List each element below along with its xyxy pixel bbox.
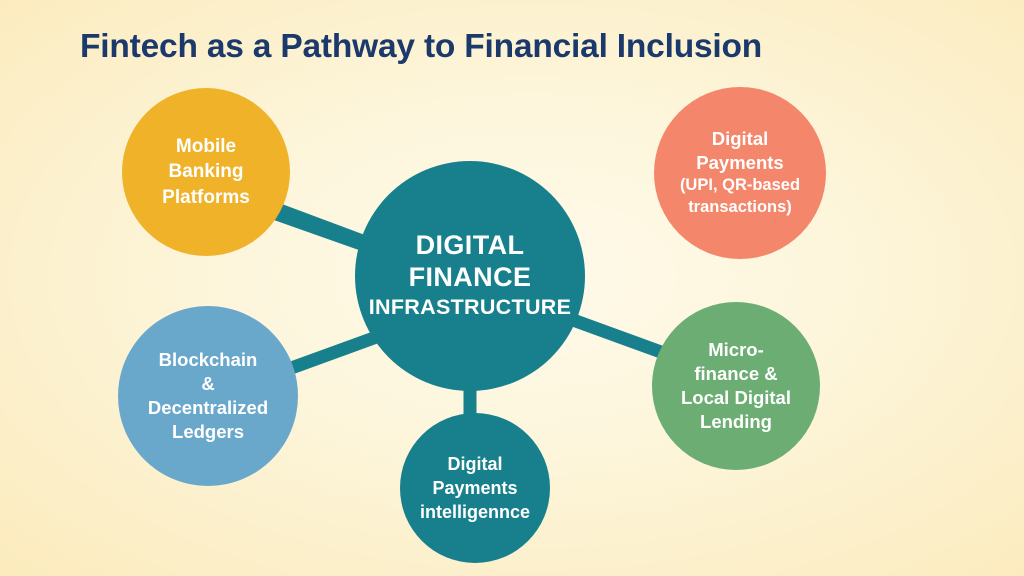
- node-mobile-banking-platforms[interactable]: Mobile Banking Platforms: [122, 88, 290, 256]
- hub-label-line-2: FINANCE: [408, 262, 532, 293]
- hub-digital-finance-infrastructure[interactable]: DIGITAL FINANCE INFRASTRUCTURE: [355, 161, 585, 391]
- node-blockchain-decentralized-ledgers[interactable]: Blockchain & Decentralized Ledgers: [118, 306, 298, 486]
- node-mobile-line-3: Platforms: [162, 186, 250, 208]
- node-microfinance-line-2: finance &: [694, 362, 778, 384]
- node-intelligence-line-3: intelligennce: [419, 502, 531, 523]
- node-intelligence-label: Digital Payments intelligennce: [400, 452, 550, 524]
- node-mobile-line-2: Banking: [168, 161, 244, 183]
- node-payments-line-4: transactions): [688, 198, 792, 217]
- node-mobile-label: Mobile Banking Platforms: [122, 134, 290, 210]
- node-intelligence-line-2: Payments: [432, 477, 518, 498]
- node-microfinance-local-digital-lending[interactable]: Micro- finance & Local Digital Lending: [652, 302, 820, 470]
- node-blockchain-line-1: Blockchain: [158, 348, 258, 370]
- node-payments-line-3: (UPI, QR-based: [679, 176, 801, 195]
- hub-label: DIGITAL FINANCE INFRASTRUCTURE: [355, 230, 585, 321]
- node-microfinance-label: Micro- finance & Local Digital Lending: [652, 338, 820, 434]
- node-blockchain-label: Blockchain & Decentralized Ledgers: [118, 348, 298, 444]
- node-digital-payments-intelligence[interactable]: Digital Payments intelligennce: [400, 413, 550, 563]
- node-payments-line-2: Payments: [696, 152, 784, 174]
- node-microfinance-line-3: Local Digital: [681, 387, 791, 408]
- page-title: Fintech as a Pathway to Financial Inclus…: [80, 28, 763, 65]
- node-payments-line-1: Digital: [711, 128, 769, 150]
- node-mobile-line-1: Mobile: [175, 136, 237, 158]
- node-microfinance-line-4: Lending: [700, 411, 772, 433]
- node-microfinance-line-1: Micro-: [708, 338, 764, 360]
- hub-label-line-3: INFRASTRUCTURE: [368, 294, 572, 319]
- node-digital-payments[interactable]: Digital Payments (UPI, QR-based transact…: [654, 87, 826, 259]
- node-intelligence-line-1: Digital: [447, 453, 503, 474]
- node-blockchain-line-3: Decentralized: [147, 397, 269, 418]
- node-payments-label: Digital Payments (UPI, QR-based transact…: [654, 127, 826, 219]
- hub-label-line-1: DIGITAL: [415, 230, 525, 261]
- node-blockchain-line-2: &: [201, 372, 215, 394]
- node-blockchain-line-4: Ledgers: [172, 421, 244, 443]
